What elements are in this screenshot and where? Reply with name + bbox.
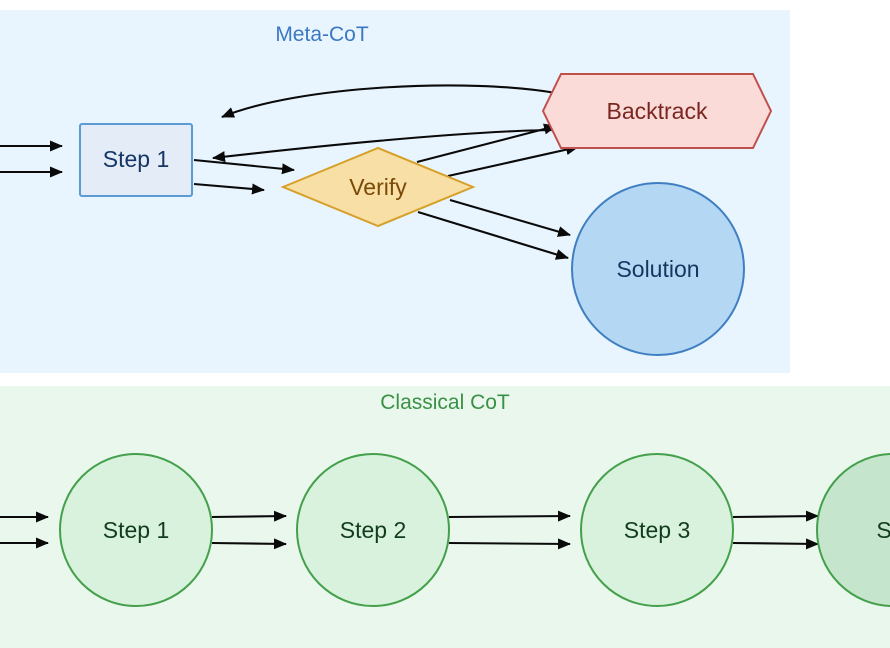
node-classical-step4[interactable]: S [816, 453, 890, 607]
node-meta-verify-shape[interactable] [280, 146, 476, 228]
node-meta-backtrack-label: Backtrack [607, 98, 708, 124]
node-meta-solution-label: Solution [616, 256, 699, 282]
node-meta-backtrack[interactable]: Backtrack [541, 73, 773, 149]
node-classical-step2[interactable]: Step 2 [296, 453, 450, 607]
node-meta-verify-label: Verify [349, 174, 407, 200]
node-classical-step4-label: S [876, 517, 890, 543]
node-meta-solution-shape[interactable] [571, 182, 745, 356]
meta-cot-edge-group [0, 84, 579, 260]
edge-c-step2-to-step3-bottom [448, 538, 571, 550]
node-classical-step1[interactable]: Step 1 [59, 453, 213, 607]
node-classical-step3-label: Step 3 [624, 517, 691, 543]
node-meta-step1-shape[interactable] [79, 123, 193, 197]
edge-backtrack-to-step1 [221, 84, 557, 118]
node-classical-step2-label: Step 2 [340, 517, 407, 543]
edge-step1-to-verify-upper [193, 158, 295, 175]
edge-c-step2-to-step3-top [448, 510, 571, 522]
edge-verify-to-solution-lower [417, 210, 569, 260]
node-classical-step1-shape[interactable] [59, 453, 213, 607]
panel-title-meta-cot: Meta-CoT [275, 23, 369, 46]
node-classical-step2-shape[interactable] [296, 453, 450, 607]
node-meta-solution[interactable]: Solution [571, 182, 745, 356]
edge-c-step3-to-step4-top [732, 510, 819, 522]
node-meta-step1[interactable]: Step 1 [79, 123, 193, 197]
classical-cot-edge-group [0, 510, 819, 550]
edge-verify-to-backtrack-upper [416, 123, 557, 164]
edge-c-step1-to-step2-bottom [211, 538, 287, 550]
node-meta-step1-label: Step 1 [103, 146, 170, 172]
node-classical-step1-label: Step 1 [103, 517, 170, 543]
node-classical-step4-shape[interactable] [816, 453, 890, 607]
panel-title-classical-cot: Classical CoT [380, 391, 510, 414]
node-classical-step3[interactable]: Step 3 [580, 453, 734, 607]
edge-verify-to-solution-upper [449, 198, 571, 237]
edge-backtrack-to-step1-lower [212, 128, 561, 163]
node-meta-backtrack-shape[interactable] [541, 73, 773, 149]
edge-c-step3-to-step4-bottom [732, 538, 819, 550]
node-meta-verify[interactable]: Verify [280, 146, 476, 228]
node-classical-step3-shape[interactable] [580, 453, 734, 607]
edge-verify-to-backtrack-lower [447, 144, 579, 178]
edge-step1-to-verify-lower [193, 182, 265, 195]
edge-c-step1-to-step2-top [211, 510, 287, 522]
